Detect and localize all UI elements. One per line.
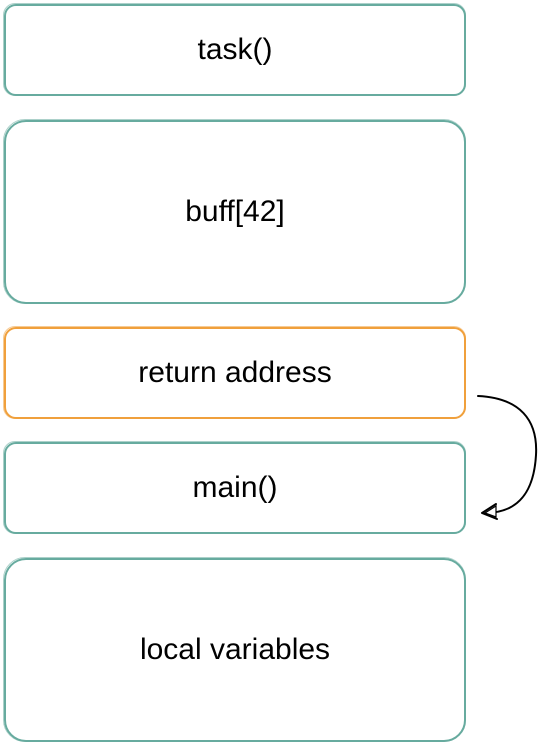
return-arrow-head-icon — [481, 503, 498, 520]
frame-task: task() — [3, 3, 466, 96]
frame-buff: buff[42] — [3, 119, 466, 304]
frame-return-address-label: return address — [138, 356, 332, 389]
frame-buff-label: buff[42] — [185, 195, 285, 228]
return-arrow-head-inner — [483, 504, 497, 518]
return-arrow-curve — [477, 395, 538, 514]
frame-local-variables: local variables — [3, 557, 466, 742]
frame-main: main() — [3, 441, 466, 534]
frame-main-label: main() — [192, 471, 278, 504]
frame-local-variables-label: local variables — [139, 633, 331, 666]
frame-task-label: task() — [197, 33, 273, 66]
frame-return-address: return address — [3, 326, 466, 419]
